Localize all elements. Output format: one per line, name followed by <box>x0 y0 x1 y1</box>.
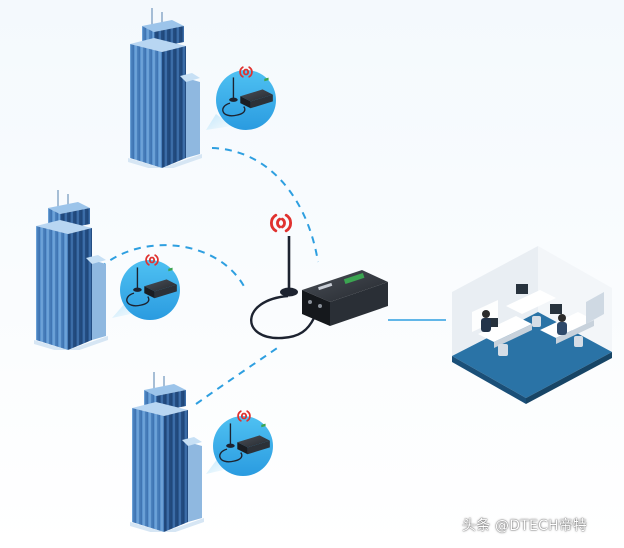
wireless-links <box>99 147 319 405</box>
remote-node-bottom <box>206 410 273 476</box>
central-gateway-device <box>250 213 388 340</box>
remote-node-top <box>206 66 276 130</box>
building-icon <box>130 372 205 532</box>
link-bottom <box>195 345 281 405</box>
building-icon <box>34 190 109 350</box>
wifi-signal-icon <box>269 213 293 233</box>
link-top <box>211 147 319 263</box>
watermark-text: 头条 @DTECH帝特 <box>462 518 588 534</box>
office-room-icon <box>452 246 612 404</box>
building-icon <box>128 8 203 168</box>
remote-node-middle <box>112 254 180 320</box>
link-middle <box>99 244 247 291</box>
